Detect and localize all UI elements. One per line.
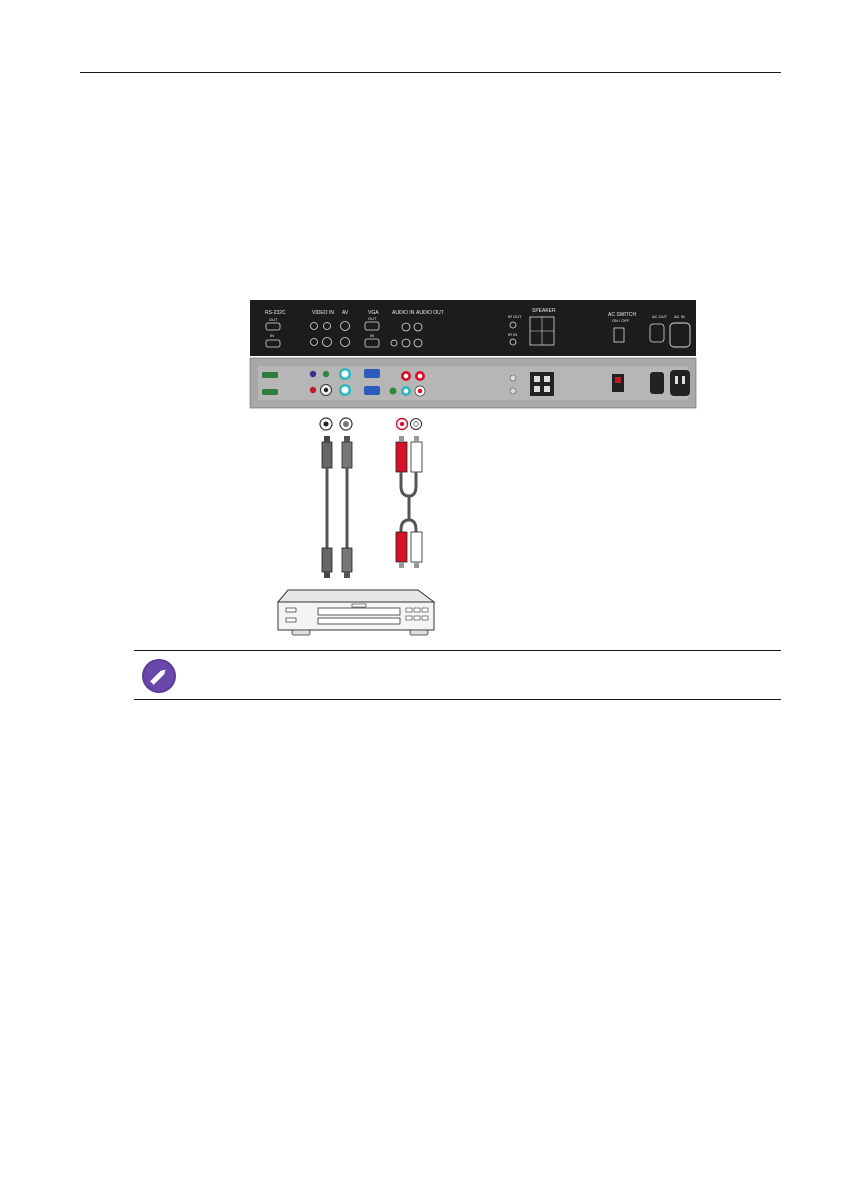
note-box	[134, 650, 781, 700]
pencil-note-icon	[141, 658, 177, 694]
panel-label-speaker: SPEAKER	[532, 308, 556, 314]
rear-panel-dark: RS-232C OUT IN VIDEO IN AV VGA OUT IN AU…	[250, 300, 696, 356]
panel-label-vga-in: IN	[370, 333, 374, 338]
note-bottom-rule	[134, 699, 781, 700]
video-cables	[322, 436, 352, 578]
panel-label-rs232c: RS-232C	[265, 310, 286, 316]
panel-label-rs-in: IN	[270, 333, 274, 338]
panel-label-audio-out: AUDIO OUT	[416, 310, 444, 316]
header-rule	[80, 72, 781, 73]
panel-label-ir-in: IR IN	[508, 332, 517, 337]
connection-diagram: RS-232C OUT IN VIDEO IN AV VGA OUT IN AU…	[240, 290, 710, 650]
panel-label-audio-in: AUDIO IN	[392, 310, 415, 316]
panel-label-ir-out: IR OUT	[508, 314, 522, 319]
panel-label-rs-out: OUT	[269, 317, 278, 322]
panel-label-vga-out: OUT	[368, 316, 377, 321]
note-top-rule	[134, 650, 781, 651]
connector-legend	[320, 418, 422, 430]
panel-label-av: AV	[342, 310, 349, 316]
rear-panel-grey	[250, 358, 696, 408]
dvd-player	[278, 590, 434, 635]
panel-label-video-in: VIDEO IN	[312, 310, 334, 316]
panel-label-ac-onoff: ON / OFF	[612, 318, 630, 323]
panel-label-ac-out: AC OUT	[652, 314, 668, 319]
panel-label-ac-in: AC IN	[674, 314, 685, 319]
audio-rca-cable	[396, 436, 422, 568]
